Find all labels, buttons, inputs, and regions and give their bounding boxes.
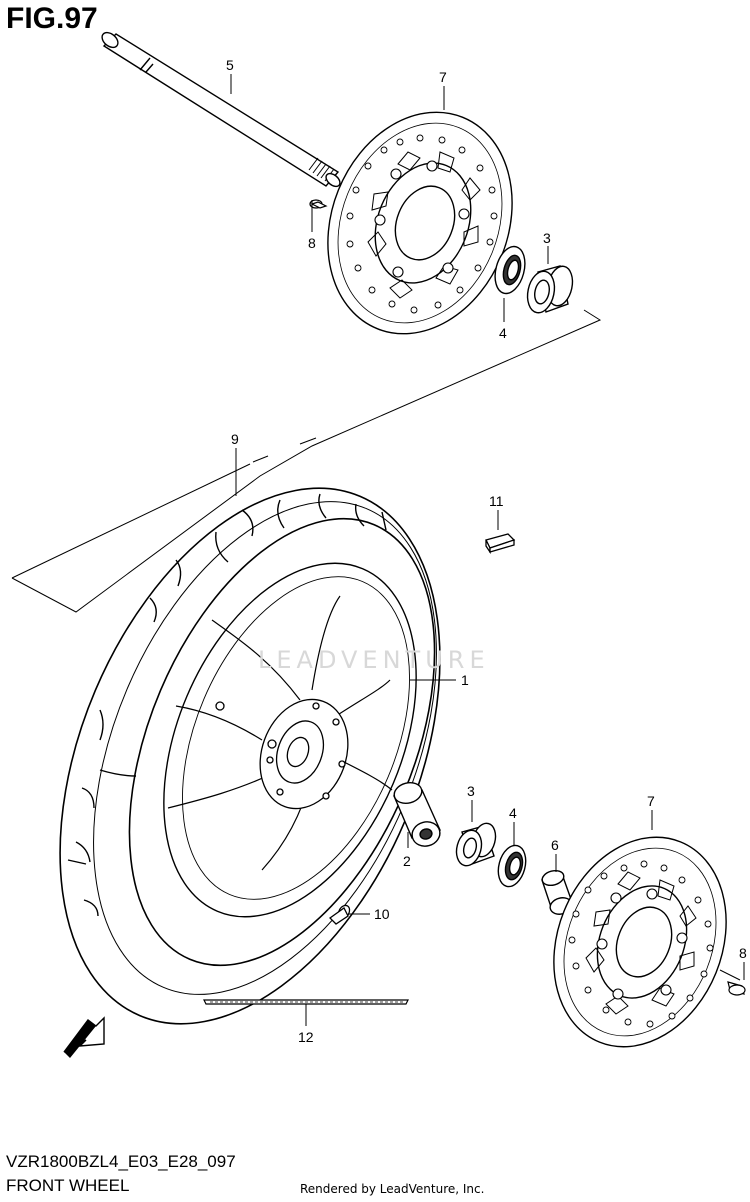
disc-bolt-upper[interactable] (309, 199, 328, 209)
tire-tread (67, 493, 387, 917)
callout-4-upper: 4 (499, 325, 507, 341)
rim-band[interactable] (203, 999, 409, 1005)
callout-10: 10 (374, 906, 390, 922)
tire-valve[interactable] (328, 903, 352, 925)
front-axle[interactable] (99, 30, 342, 189)
fwd-arrow-icon: FWD (63, 1016, 105, 1058)
callout-6: 6 (551, 837, 559, 853)
callout-3-upper: 3 (543, 230, 551, 246)
oil-seal-lower[interactable] (494, 842, 530, 889)
disc-bolt-lower[interactable] (727, 981, 746, 996)
disc-holes-lower (568, 860, 714, 1028)
bearing-lower[interactable] (453, 821, 499, 869)
callout-12: 12 (298, 1029, 314, 1045)
balancer-weight[interactable] (485, 533, 516, 555)
bearing-upper[interactable] (524, 264, 576, 315)
brake-disc-upper[interactable] (296, 84, 545, 361)
callout-4-lower: 4 (509, 805, 517, 821)
wheel-spacer[interactable] (392, 780, 443, 849)
callout-5: 5 (226, 57, 234, 73)
callout-7-upper: 7 (439, 69, 447, 85)
callout-1: 1 (461, 672, 469, 688)
callout-7-lower: 7 (647, 793, 655, 809)
callout-3-lower: 3 (467, 783, 475, 799)
callout-labels: 5 7 8 3 4 9 11 1 3 4 7 6 2 10 8 12 (226, 57, 747, 1045)
leader-lines (230, 74, 745, 1026)
wheel-hub (215, 698, 349, 810)
callout-2: 2 (403, 853, 411, 869)
watermark: LEADVENTURE (258, 646, 490, 674)
figure-title: FIG.97 (6, 2, 98, 35)
disc-bolt-holes-lower (596, 888, 688, 1000)
disc-bolt-holes (374, 160, 470, 278)
callout-9: 9 (231, 431, 239, 447)
callout-8-lower: 8 (739, 945, 747, 961)
model-code: VZR1800BZL4_E03_E28_097 (6, 1152, 236, 1171)
section-name: FRONT WHEEL (6, 1176, 130, 1195)
callout-11: 11 (489, 493, 504, 509)
disc-holes (346, 134, 498, 314)
render-credit: Rendered by LeadVenture, Inc. (300, 1182, 485, 1196)
callout-8-upper: 8 (308, 235, 316, 251)
front-wheel-rim[interactable] (114, 525, 466, 955)
brake-disc-lower[interactable] (524, 811, 750, 1073)
oil-seal-upper[interactable] (490, 243, 529, 297)
